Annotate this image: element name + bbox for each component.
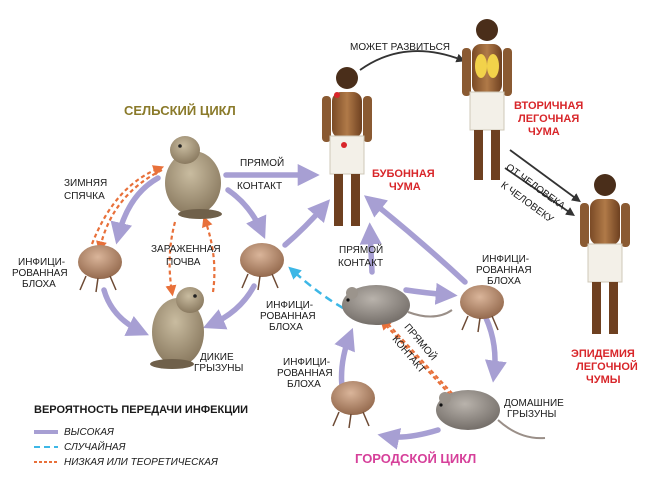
bubonic-plague-label-2: ЧУМА	[389, 181, 421, 193]
flea-left-label-1: ИНФИЦИ-	[18, 257, 66, 268]
flea-center	[240, 243, 284, 291]
arrow-hibernation-back	[90, 165, 165, 245]
direct-contact-mid-1: ПРЯМОЙ	[339, 245, 384, 256]
bubonic-plague-label-1: БУБОННАЯ	[372, 168, 435, 180]
urban-cycle-title: ГОРОДСКОЙ ЦИКЛ	[355, 451, 477, 466]
arrow-rat-to-flea-right	[403, 282, 458, 305]
arrow-gopher-to-flea-center	[225, 187, 267, 240]
infected-soil-label-1: ЗАРАЖЕННАЯ	[151, 244, 221, 255]
arrow-direct-contact-down	[387, 323, 463, 406]
secondary-pneumonic-label-1: ВТОРИЧНАЯ	[514, 100, 584, 112]
flea-right-label-2: РОВАННАЯ	[476, 265, 532, 276]
arrow-infected-soil-up	[202, 215, 216, 293]
human-epidemic	[580, 174, 630, 334]
hibernation-label-1: ЗИМНЯЯ	[64, 178, 108, 189]
arrow-flea-right-to-domestic-rat	[483, 315, 507, 383]
flea-center-label-1: ИНФИЦИ-	[266, 300, 314, 311]
arrow-domestic-rat-to-flea-bottom	[377, 427, 441, 450]
human-secondary-pneumonic	[462, 19, 512, 180]
pneumonic-epidemic-label-2: ЛЕГОЧНОЙ	[576, 361, 638, 373]
arrow-flea-right-to-human	[363, 195, 468, 285]
secondary-pneumonic-label-3: ЧУМА	[528, 126, 560, 138]
rat-center	[342, 285, 453, 325]
legend-item-random: СЛУЧАЙНАЯ	[64, 442, 126, 453]
arrow-flea-center-to-gopher	[202, 283, 257, 330]
flea-bottom-label-2: РОВАННАЯ	[277, 368, 333, 379]
flea-left-label-3: БЛОХА	[22, 279, 56, 290]
legend-samples	[34, 430, 58, 463]
flea-bottom-label-1: ИНФИЦИ-	[283, 357, 331, 368]
direct-contact-top-2: КОНТАКТ	[237, 181, 283, 192]
wild-rodents-label-2: ГРЫЗУНЫ	[194, 363, 244, 374]
human-bubonic	[322, 67, 372, 226]
arrow-flea-left-to-gopher	[101, 287, 149, 336]
legend-item-low: НИЗКАЯ ИЛИ ТЕОРЕТИЧЕСКАЯ	[64, 457, 218, 468]
low-probability-arrows	[90, 165, 463, 406]
may-develop-label: МОЖЕТ РАЗВИТЬСЯ	[350, 42, 451, 53]
arrow-person-to-person-1	[509, 149, 581, 203]
arrow-flea-to-human	[282, 199, 331, 248]
flea-right-label-3: БЛОХА	[487, 276, 521, 287]
flea-right-label-1: ИНФИЦИ-	[482, 254, 530, 265]
hibernation-label-2: СПЯЧКА	[64, 191, 105, 202]
flea-left-label-2: РОВАННАЯ	[12, 268, 68, 279]
flea-center-label-3: БЛОХА	[269, 322, 303, 333]
arrow-person-to-person-2	[504, 167, 575, 217]
flea-center-label-2: РОВАННАЯ	[260, 311, 316, 322]
legend-title: ВЕРОЯТНОСТЬ ПЕРЕДАЧИ ИНФЕКЦИИ	[34, 404, 249, 416]
direct-contact-top-1: ПРЯМОЙ	[240, 158, 285, 169]
flea-bottom	[331, 381, 375, 429]
arrow-gopher-to-flea-left	[110, 175, 161, 245]
infected-soil-label-2: ПОЧВА	[166, 257, 201, 268]
pneumonic-epidemic-label-3: ЧУМЫ	[586, 374, 621, 386]
flea-right	[460, 285, 504, 333]
secondary-pneumonic-label-2: ЛЕГОЧНАЯ	[518, 113, 580, 125]
human-arrows	[359, 50, 581, 217]
legend-item-high: ВЫСОКАЯ	[64, 427, 114, 438]
arrow-rat-to-human-contact	[359, 222, 382, 275]
gopher-top	[165, 136, 222, 219]
flea-bottom-label-3: БЛОХА	[287, 379, 321, 390]
arrow-random-rat-to-flea	[288, 266, 344, 310]
arrow-hibernation	[96, 169, 163, 253]
arrow-direct-contact-up	[380, 318, 456, 401]
wild-rodents-label-1: ДИКИЕ	[200, 352, 234, 363]
arrow-infected-soil-down	[165, 221, 177, 297]
flea-left	[78, 245, 122, 293]
arrow-may-develop	[359, 50, 466, 71]
direct-contact-mid-2: КОНТАКТ	[338, 258, 384, 269]
domestic-rodents-label-1: ДОМАШНИЕ	[504, 398, 564, 409]
pneumonic-epidemic-label-1: ЭПИДЕМИЯ	[571, 348, 635, 360]
rural-cycle-title: СЕЛЬСКИЙ ЦИКЛ	[124, 103, 236, 118]
gopher-bottom	[150, 287, 204, 369]
domestic-rodents-label-2: ГРЫЗУНЫ	[507, 409, 557, 420]
rat-domestic	[436, 390, 546, 440]
